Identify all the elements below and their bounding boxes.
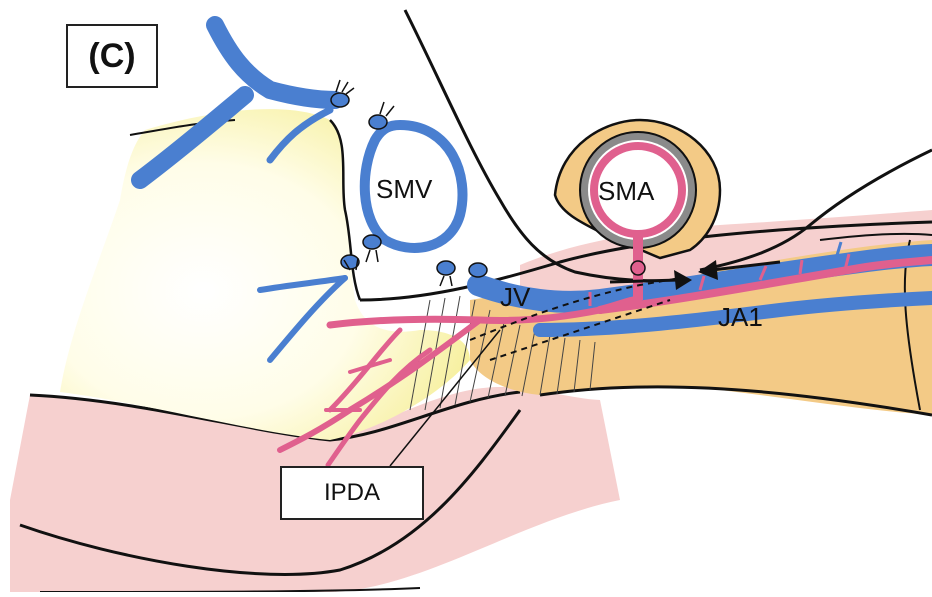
arrow-left-to-right — [610, 280, 680, 282]
label-ja1: JA1 — [718, 302, 763, 332]
label-smv: SMV — [376, 174, 433, 204]
pancreatic-head — [60, 109, 470, 440]
sma-stem-knot — [631, 261, 645, 275]
label-ipda: IPDA — [280, 466, 424, 520]
label-sma: SMA — [598, 176, 655, 206]
gastrocolic-trunk — [215, 25, 335, 100]
panel-label: (C) — [66, 24, 158, 88]
label-jv: JV — [500, 282, 531, 312]
